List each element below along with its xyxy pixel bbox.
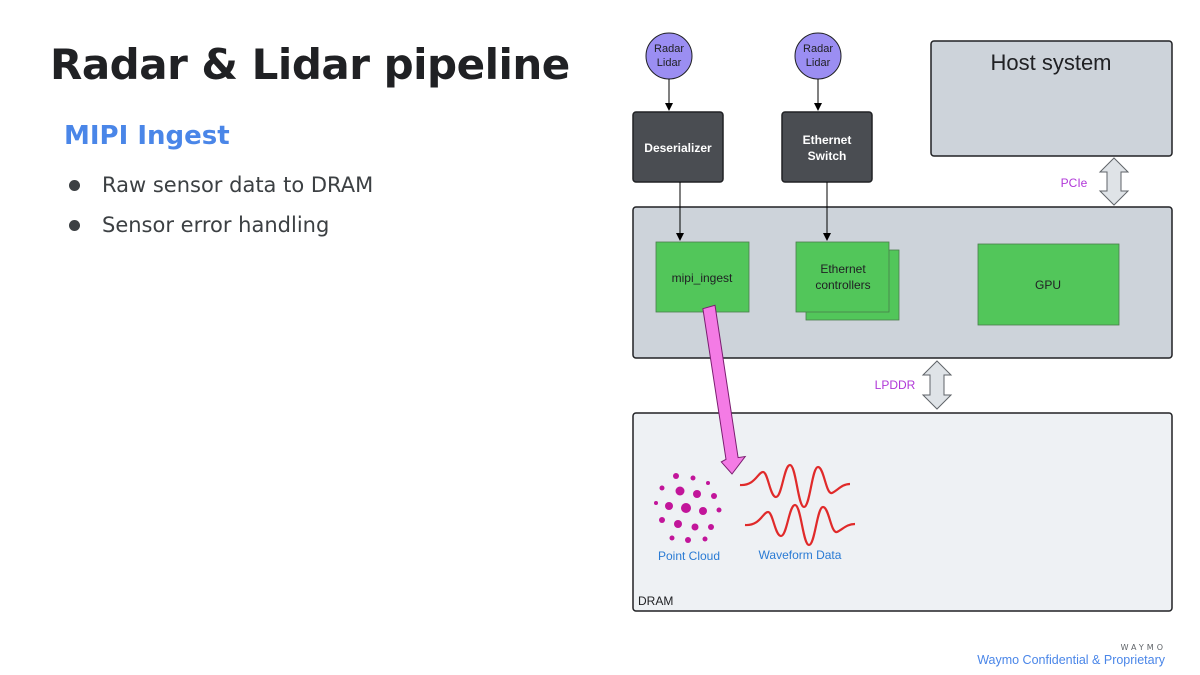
host-system-box: Host system (930, 40, 1173, 157)
ethernet-controllers-label-line1: Ethernet (820, 262, 866, 276)
lpddr-bidirectional-arrow (921, 360, 953, 410)
host-system-label: Host system (990, 50, 1111, 75)
ethernet-switch-box: Ethernet Switch (781, 111, 873, 183)
waveform-icon-bottom (744, 503, 856, 547)
sensor-node-radar-lidar-1: Radar Lidar (645, 32, 693, 80)
lpddr-label: LPDDR (875, 378, 916, 392)
mipi-ingest-block: mipi_ingest (655, 241, 750, 313)
ethernet-switch-label-line1: Ethernet (803, 133, 852, 147)
section-subtitle: MIPI Ingest (64, 121, 230, 151)
bullet-icon (69, 220, 80, 231)
waveform-icon-top (739, 463, 851, 509)
pcie-bidirectional-arrow (1098, 157, 1130, 206)
dram-panel (632, 412, 1173, 612)
point-cloud-label: Point Cloud (658, 549, 720, 563)
point-cloud-icon (654, 473, 722, 543)
bullet-text: Raw sensor data to DRAM (102, 173, 374, 197)
ethernet-controllers-block: Ethernet controllers (795, 241, 900, 321)
deserializer-label: Deserializer (644, 141, 712, 155)
bullet-list: Raw sensor data to DRAM Sensor error han… (66, 170, 373, 250)
ethernet-controllers-label-line2: controllers (815, 278, 870, 292)
waveform-data-label: Waveform Data (759, 548, 842, 562)
bullet-text: Sensor error handling (102, 213, 330, 237)
waymo-brand-mark: WAYMO (1120, 643, 1166, 652)
ethernet-controllers-stack-front (795, 241, 890, 313)
sensor-label-line2: Lidar (806, 57, 831, 69)
confidentiality-footer: Waymo Confidential & Proprietary (977, 653, 1165, 667)
gpu-block: GPU (977, 243, 1120, 326)
deserializer-box: Deserializer (632, 111, 724, 183)
bullet-item: Sensor error handling (66, 210, 373, 250)
page-title: Radar & Lidar pipeline (50, 40, 570, 89)
mipi-ingest-label: mipi_ingest (672, 271, 733, 285)
bullet-icon (69, 180, 80, 191)
sensor-label-line1: Radar (654, 43, 684, 55)
dram-label: DRAM (638, 594, 673, 608)
gpu-label: GPU (1035, 278, 1061, 292)
pcie-label: PCIe (1061, 176, 1088, 190)
sensor-label-line1: Radar (803, 43, 833, 55)
data-flow-arrow (702, 304, 747, 475)
bullet-item: Raw sensor data to DRAM (66, 170, 373, 210)
sensor-label-line2: Lidar (657, 57, 682, 69)
sensor-node-radar-lidar-2: Radar Lidar (794, 32, 842, 80)
ethernet-switch-label-line2: Switch (808, 149, 847, 163)
